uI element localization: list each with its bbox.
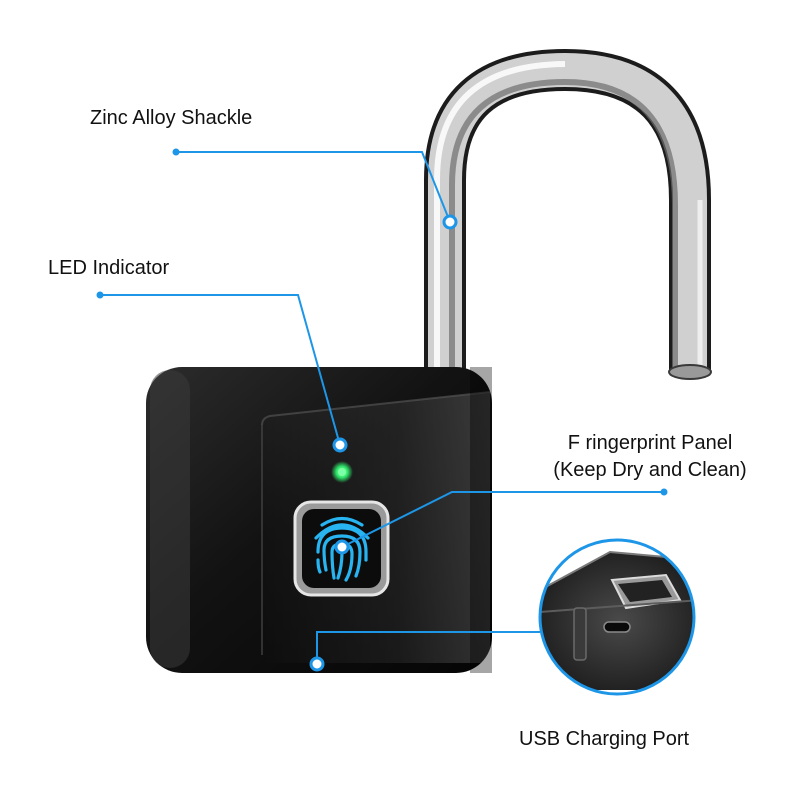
usb-port-inset bbox=[538, 538, 696, 696]
usb-port-label: USB Charging Port bbox=[519, 728, 690, 750]
shackle-dot-start bbox=[172, 148, 180, 156]
fingerprint-panel-label: F ringerprint Panel (Keep Dry and Clean) bbox=[520, 430, 780, 484]
led-leader-line bbox=[100, 294, 341, 446]
shackle-leader-line bbox=[176, 151, 451, 223]
led-indicator-label: LED Indicator bbox=[48, 257, 170, 279]
fingerprint-dot-end bbox=[334, 539, 350, 555]
fingerprint-icon bbox=[314, 516, 370, 582]
led-dot-end bbox=[332, 437, 348, 453]
fingerprint-panel-label-line2: (Keep Dry and Clean) bbox=[553, 459, 747, 481]
usb-c-port bbox=[603, 621, 631, 633]
fingerprint-dot-start bbox=[660, 488, 668, 496]
usb-leader-line bbox=[316, 631, 540, 664]
usb-dot-end bbox=[309, 656, 325, 672]
led-indicator bbox=[331, 461, 353, 483]
shackle bbox=[424, 48, 712, 380]
callout-lines bbox=[100, 151, 664, 664]
fingerprint-panel-label-line1: F ringerprint Panel bbox=[567, 432, 733, 454]
shackle-dot-end bbox=[442, 214, 458, 230]
callout-dots bbox=[96, 148, 668, 672]
fingerprint-leader-line bbox=[341, 491, 664, 548]
led-dot-start bbox=[96, 291, 104, 299]
shackle-label: Zinc Alloy Shackle bbox=[90, 107, 253, 129]
